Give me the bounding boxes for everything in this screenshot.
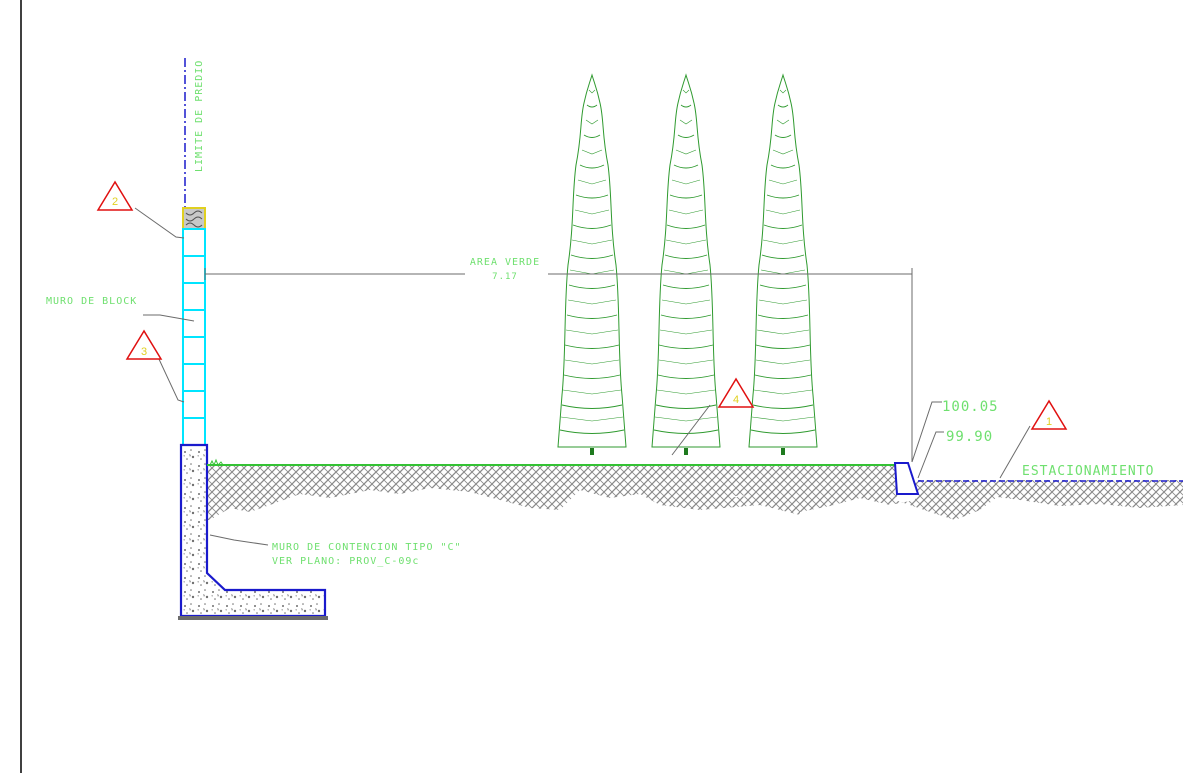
- block-wall: [182, 228, 206, 446]
- delta-marker-icon: 4: [717, 377, 755, 408]
- level-bottom-label: 99.90: [946, 429, 993, 445]
- marker-label-4: 4: [733, 394, 739, 406]
- green-area-dimension-value: 7.17: [492, 272, 518, 282]
- parking-label: ESTACIONAMIENTO: [1022, 464, 1154, 479]
- retaining-wall-label-1: MURO DE CONTENCION TIPO "C": [272, 542, 462, 553]
- block-wall-label: MURO DE BLOCK: [46, 296, 137, 307]
- level-top-label: 100.05: [942, 399, 999, 415]
- marker-label-2: 2: [112, 196, 118, 208]
- marker-label-3: 3: [141, 346, 147, 358]
- grass-line: [207, 458, 900, 467]
- delta-marker-icon: 1: [1030, 399, 1068, 430]
- tree-2-icon: [651, 74, 721, 456]
- tree-1-icon: [557, 74, 627, 456]
- leader-cap: [134, 207, 185, 239]
- leader-parking: [999, 425, 1031, 479]
- leader-grass: [671, 404, 711, 456]
- delta-marker-icon: 2: [96, 180, 134, 211]
- leader-wall-base: [157, 356, 185, 403]
- delta-marker-icon: 3: [125, 329, 163, 360]
- tree-3-icon: [748, 74, 818, 456]
- leader-level-bottom: [917, 431, 944, 479]
- leader-block-wall: [143, 314, 195, 322]
- footing-base: [178, 616, 328, 620]
- green-area-dimension: [204, 268, 913, 462]
- property-limit-label: LIMITE DE PREDIO: [194, 60, 205, 172]
- green-area-label: AREA VERDE: [470, 257, 540, 268]
- leader-level-top: [911, 401, 942, 463]
- marker-label-1: 1: [1046, 416, 1052, 428]
- curb: [893, 462, 920, 495]
- soil-section: [205, 466, 1183, 520]
- retaining-wall-label-2: VER PLANO: PROV_C-09c: [272, 556, 419, 567]
- leader-retaining-wall: [209, 534, 269, 546]
